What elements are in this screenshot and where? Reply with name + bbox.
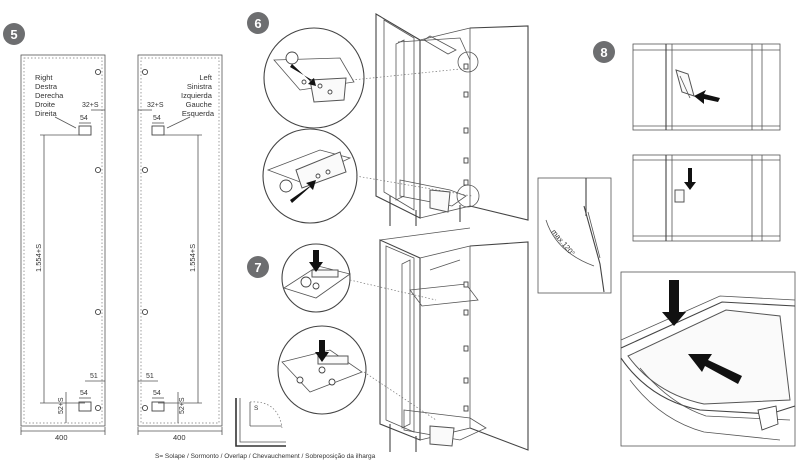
left-dim-hinge-width-top: 54 [153, 115, 161, 122]
right-dim-height: 1.554+S [34, 244, 43, 272]
step-6-cabinet [375, 13, 529, 226]
step-7-detail-bottom [277, 325, 367, 415]
left-dim-bottom-offset: 52+S [179, 397, 186, 414]
step-7-door-holes [463, 281, 469, 412]
right-dim-hinge-width-bottom: 54 [80, 390, 88, 397]
left-side-panel: Left Sinistra Izquierda Gauche Esquerda … [137, 54, 223, 442]
right-panel-inner [23, 57, 103, 424]
step-8-arrow-1 [694, 90, 720, 104]
step-5-number: 5 [10, 27, 17, 42]
step-5-badge [3, 23, 25, 45]
right-panel-holes [94, 68, 102, 412]
step-8-detail-2 [632, 154, 781, 242]
overlap-caption: S= Solape / Sormonto / Overlap / Chevauc… [155, 453, 376, 460]
step-6-arrow-top [290, 64, 316, 86]
step-6-arrow-bottom [290, 180, 316, 203]
angle-detail: max.120° [537, 177, 612, 294]
step-8-arrow-3 [662, 280, 686, 326]
step-5-group: 5 Right Destra Derecha Droite Direit [3, 23, 376, 460]
step-6-detail-bottom [262, 128, 358, 224]
right-panel-label: Right Destra Derecha Droite Direita [35, 73, 65, 118]
angle-detail-frame [537, 177, 612, 294]
step-7-badge [247, 256, 269, 278]
left-dim-top-offset: 32+S [147, 102, 164, 109]
left-panel-inner [140, 57, 220, 424]
step-8-number: 8 [600, 45, 607, 60]
left-panel-label: Left Sinistra Izquierda Gauche Esquerda [181, 73, 215, 118]
left-dim-height: 1.554+S [188, 244, 197, 272]
step-6-badge [247, 12, 269, 34]
left-top-hinge-plate [151, 125, 165, 136]
step-8-arrow-4 [688, 354, 742, 384]
step-6-detail-top [263, 27, 365, 129]
right-side-panel: Right Destra Derecha Droite Direita 32+S… [20, 54, 106, 442]
step-8-detail-3 [620, 271, 796, 447]
step-8-badge [593, 41, 615, 63]
overlap-symbol: S [254, 405, 259, 412]
right-dim-bottom-offset: 52+S [58, 397, 65, 414]
right-dim-top-offset: 32+S [82, 102, 99, 109]
right-dim-hinge-width-top: 54 [80, 115, 88, 122]
step-7-number: 7 [254, 260, 261, 275]
step-6-group: 6 [247, 12, 529, 226]
step-6-number: 6 [254, 16, 261, 31]
overlap-detail: S [235, 398, 286, 447]
step-8-group: 8 [593, 41, 796, 447]
right-panel-outline [20, 54, 106, 427]
angle-max-label: max.120° [549, 228, 576, 258]
step-7-cabinet [379, 227, 529, 452]
step-8-detail-1 [632, 43, 781, 131]
left-panel-outline [137, 54, 223, 427]
left-bottom-hinge-plate [151, 401, 165, 412]
left-dim-bottom-depth: 51 [146, 373, 154, 380]
step-7-arrow-top [309, 250, 323, 272]
left-panel-holes [141, 68, 149, 412]
left-dim-width: 400 [173, 433, 186, 442]
right-top-hinge-plate [78, 125, 92, 136]
step-7-group: 7 [247, 227, 529, 452]
step-7-arrow-bottom [315, 340, 329, 362]
right-bottom-hinge-plate [78, 401, 92, 412]
right-dim-width: 400 [55, 433, 68, 442]
left-dim-hinge-width-bottom: 54 [153, 390, 161, 397]
step-8-arrow-2 [684, 168, 696, 190]
step-7-detail-top [281, 243, 351, 313]
step-6-door-holes [463, 63, 469, 186]
right-dim-bottom-depth: 51 [90, 373, 98, 380]
